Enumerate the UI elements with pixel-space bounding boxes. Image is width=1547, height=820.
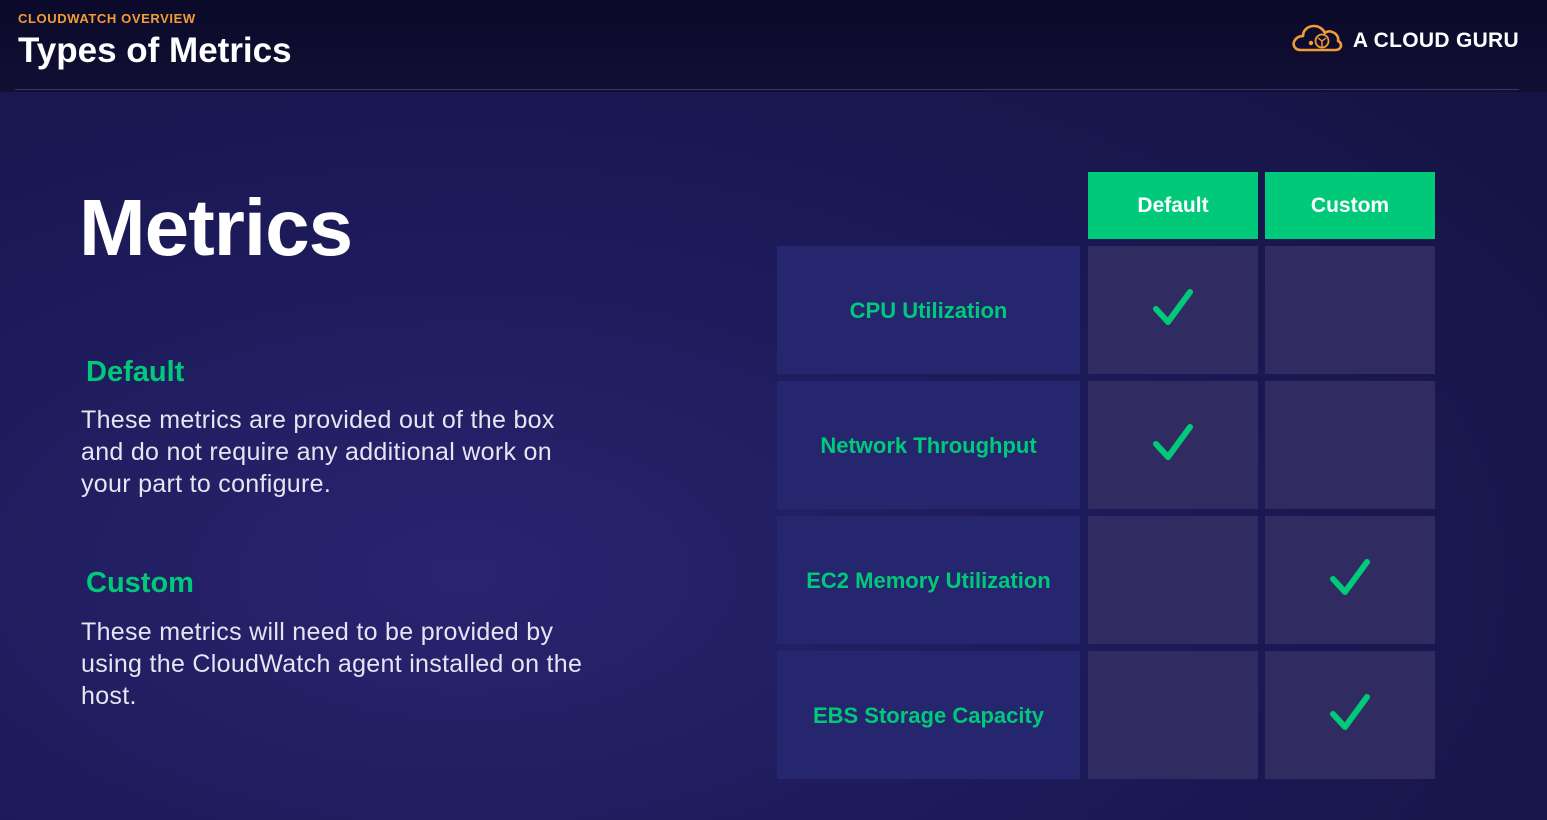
table-cell-default [1088, 516, 1258, 644]
table-row-label: CPU Utilization [777, 246, 1080, 374]
table-row-label: Network Throughput [777, 381, 1080, 509]
column-header-default: Default [1088, 172, 1258, 239]
brand-name: A CLOUD GURU [1352, 28, 1519, 52]
header-divider [15, 89, 1519, 90]
table-cell-custom [1265, 651, 1435, 779]
table-cell-custom [1265, 381, 1435, 509]
column-header-custom: Custom [1265, 172, 1435, 239]
check-icon [1329, 557, 1371, 604]
table-cell-custom [1265, 246, 1435, 374]
page-title: Types of Metrics [18, 31, 292, 70]
check-icon [1152, 287, 1194, 334]
table-row-label: EC2 Memory Utilization [777, 516, 1080, 644]
slide-header: CLOUDWATCH OVERVIEW Types of Metrics A C… [0, 0, 1547, 92]
cloud-logo-icon [1291, 22, 1343, 59]
section-eyebrow: CLOUDWATCH OVERVIEW [18, 11, 196, 26]
custom-heading: Custom [86, 567, 194, 599]
brand-logo: A CLOUD GURU [1291, 22, 1519, 59]
slide-title: Metrics [79, 183, 353, 272]
check-icon [1152, 422, 1194, 469]
default-heading: Default [86, 356, 185, 388]
table-cell-custom [1265, 516, 1435, 644]
table-cell-default [1088, 246, 1258, 374]
default-description: These metrics are provided out of the bo… [81, 406, 555, 498]
check-icon [1329, 692, 1371, 739]
table-row-label: EBS Storage Capacity [777, 651, 1080, 779]
custom-description: These metrics will need to be provided b… [81, 618, 583, 710]
table-cell-default [1088, 381, 1258, 509]
table-cell-default [1088, 651, 1258, 779]
